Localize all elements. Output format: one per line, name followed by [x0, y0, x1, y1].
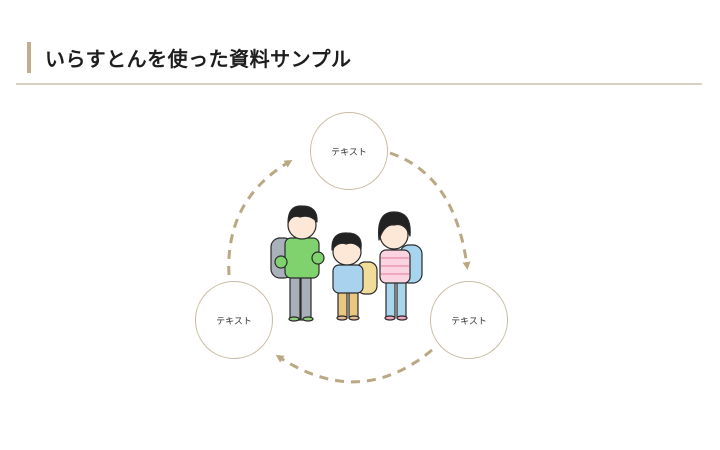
page-title: いらすとんを使った資料サンプル: [45, 46, 352, 71]
arrow-top-to-right: [389, 151, 471, 270]
cycle-node-left: テキスト: [195, 281, 273, 359]
node-label: テキスト: [451, 316, 487, 327]
node-label: テキスト: [216, 316, 252, 327]
page-header: いらすとんを使った資料サンプル: [27, 41, 352, 73]
children-illustration-icon: [270, 205, 423, 322]
title-accent-bar: [27, 41, 31, 73]
cycle-node-top: テキスト: [310, 112, 388, 190]
arrow-left-to-top: [227, 159, 293, 276]
header-divider: [16, 83, 702, 85]
node-label: テキスト: [331, 147, 367, 158]
arrow-right-to-left: [275, 348, 433, 384]
cycle-node-right: テキスト: [430, 281, 508, 359]
